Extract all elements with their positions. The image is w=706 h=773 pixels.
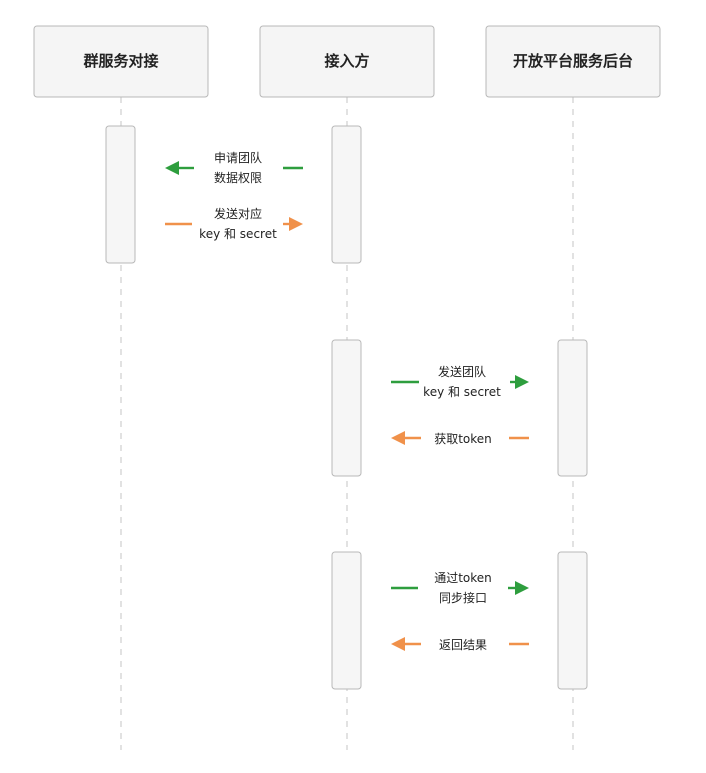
arrow-left-icon [391,637,405,651]
message-label: 获取token [434,432,492,446]
message-label: 数据权限 [214,170,262,185]
arrow-right-icon [289,217,303,231]
participant-label: 开放平台服务后台 [513,52,633,70]
arrow-right-icon [515,375,529,389]
message-label: 申请团队 [214,150,262,165]
message-label: 发送对应 [214,206,262,221]
message-label: 同步接口 [439,590,487,605]
message-send-team-key-secret: 发送团队 key 和 secret [391,364,529,399]
participant-client: 接入方 [259,25,435,98]
message-label: 发送团队 [438,364,486,379]
activation-platform-1 [557,339,588,477]
message-label: 返回结果 [439,638,487,652]
participant-group: 群服务对接 [33,25,209,98]
participant-platform: 开放平台服务后台 [485,25,661,98]
activation-client-3 [331,551,362,690]
message-send-key-secret: 发送对应 key 和 secret [165,206,303,241]
activation-client-2 [331,339,362,477]
participant-label: 接入方 [324,52,369,70]
message-label: key 和 secret [199,227,277,241]
activation-platform-2 [557,551,588,690]
message-get-token: 获取token [391,431,529,446]
message-request-data-permission: 申请团队 数据权限 [165,150,303,185]
message-return-result: 返回结果 [391,637,529,652]
message-sync-interface: 通过token 同步接口 [391,571,529,605]
arrow-right-icon [515,581,529,595]
message-label: 通过token [434,571,492,585]
arrow-left-icon [165,161,179,175]
activation-client-1 [331,125,362,264]
activation-group-1 [105,125,136,264]
message-label: key 和 secret [423,385,501,399]
participant-label: 群服务对接 [83,52,158,70]
arrow-left-icon [391,431,405,445]
